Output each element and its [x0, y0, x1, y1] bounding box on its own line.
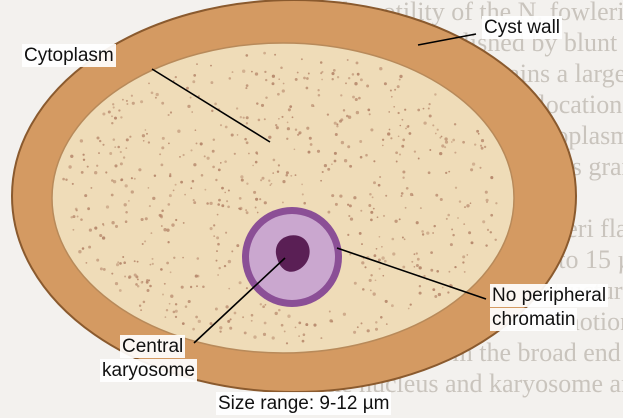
label-central-line2: karyosome	[100, 359, 197, 382]
label-cytoplasm: Cytoplasm	[22, 44, 116, 67]
label-no-peripheral-line2: chromatin	[490, 308, 577, 331]
label-cyst-wall: Cyst wall	[482, 16, 562, 39]
label-no-peripheral-line1: No peripheral	[490, 284, 608, 307]
label-size-range: Size range: 9-12 µm	[216, 392, 391, 415]
label-central-line1: Central	[120, 335, 185, 358]
